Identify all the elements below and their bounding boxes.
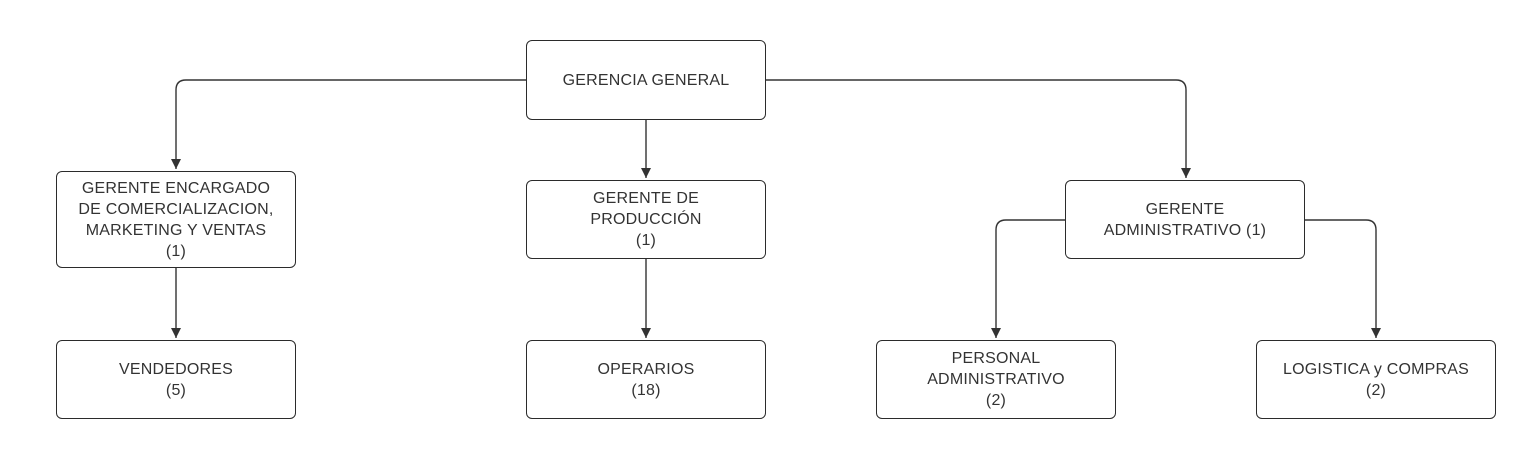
- node-gerencia-general: GERENCIA GENERAL: [526, 40, 766, 120]
- node-vendedores-label: VENDEDORES (5): [118, 360, 234, 399]
- node-vendedores: VENDEDORES (5): [56, 340, 296, 419]
- connector-admin-to-logistics: [1305, 219, 1381, 338]
- node-gerente-produccion-label: GERENTE DE PRODUCCIÓN (1): [590, 190, 702, 249]
- node-gerente-comercializacion-label: GERENTE ENCARGADO DE COMERCIALIZACION, M…: [78, 179, 274, 260]
- node-logistica-compras: LOGISTICA y COMPRAS (2): [1256, 340, 1496, 419]
- node-operarios-label: OPERARIOS (18): [597, 360, 695, 399]
- node-operarios: OPERARIOS (18): [526, 340, 766, 419]
- connector-root-to-admin: [766, 79, 1191, 178]
- node-gerente-administrativo-label: GERENTE ADMINISTRATIVO (1): [1103, 200, 1267, 239]
- node-logistica-compras-label: LOGISTICA y COMPRAS (2): [1282, 360, 1470, 399]
- node-gerente-produccion: GERENTE DE PRODUCCIÓN (1): [526, 180, 766, 259]
- connector-admin-to-staff: [991, 219, 1065, 338]
- node-gerente-administrativo: GERENTE ADMINISTRATIVO (1): [1065, 180, 1305, 259]
- node-gerencia-general-label: GERENCIA GENERAL: [562, 71, 730, 89]
- node-personal-administrativo: PERSONAL ADMINISTRATIVO (2): [876, 340, 1116, 419]
- node-personal-administrativo-label: PERSONAL ADMINISTRATIVO (2): [927, 350, 1065, 409]
- connector-root-to-commercial: [171, 79, 526, 169]
- node-gerente-comercializacion: GERENTE ENCARGADO DE COMERCIALIZACION, M…: [56, 171, 296, 268]
